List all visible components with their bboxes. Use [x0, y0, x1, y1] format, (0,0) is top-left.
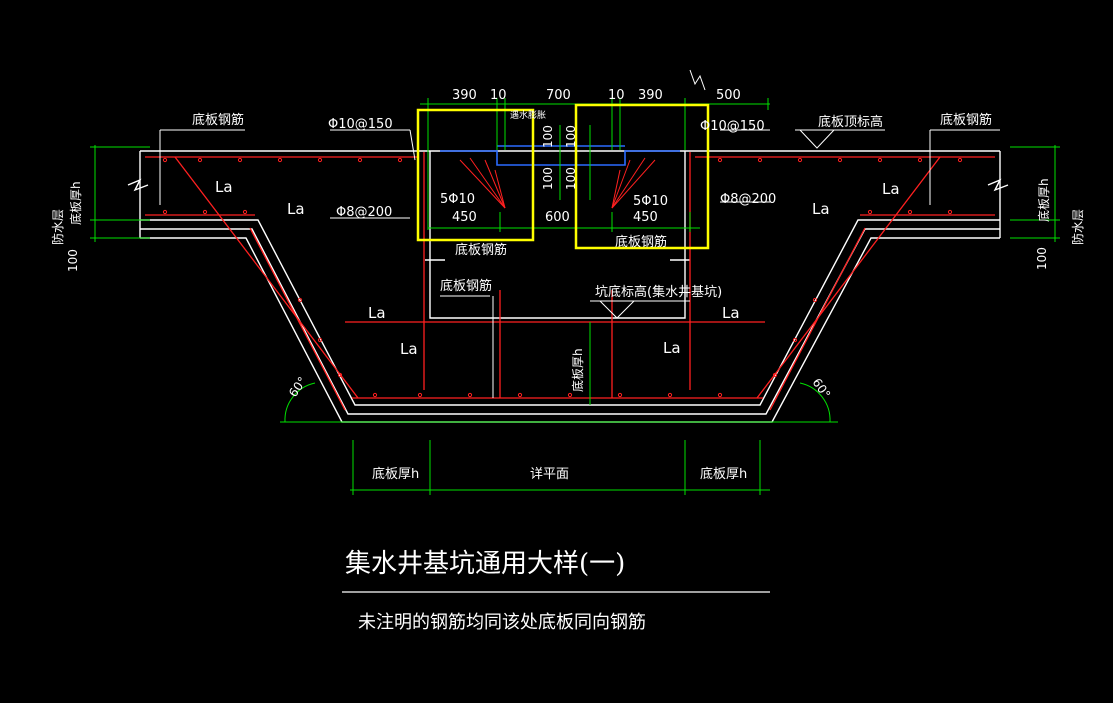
- drawing-note: 未注明的钢筋均同该处底板同向钢筋: [358, 612, 646, 633]
- highlight-box-left: [416, 108, 535, 242]
- label-bottom-top-elev: 底板顶标高: [818, 114, 883, 130]
- dim-600: 600: [545, 210, 570, 225]
- label-pit-depth: 底板厚h: [570, 348, 585, 392]
- angle-60-right: 60°: [810, 376, 834, 401]
- dim-500: 500: [716, 88, 741, 103]
- rebar-8-200-left: Φ8@200: [336, 205, 392, 220]
- dim-450-right: 450: [633, 210, 658, 225]
- label-slab-h-right-vert: 底板厚h: [1036, 178, 1051, 222]
- slab-outline: [127, 150, 1009, 423]
- rebar-lines: [145, 152, 995, 411]
- label-pit-bottom-elev: 坑底标高(集水井基坑): [595, 284, 722, 300]
- la-7: La: [812, 200, 830, 218]
- angle-60-left: 60°: [286, 374, 310, 399]
- label-slab-h-left-vert: 底板厚h: [68, 181, 83, 225]
- la-1: La: [215, 178, 233, 196]
- waterstop: [440, 145, 680, 166]
- dim-100-c: 100: [541, 125, 555, 148]
- label-bottom-rebar-left: 底板钢筋: [192, 112, 244, 128]
- label-bottom-rebar-pit: 底板钢筋: [440, 278, 492, 294]
- label-slab-h-left: 底板厚h: [372, 466, 419, 482]
- rebar-5-10-right: 5Φ10: [633, 194, 668, 209]
- dim-450-left: 450: [452, 210, 477, 225]
- la-2: La: [287, 200, 305, 218]
- label-bottom-rebar-mid-left: 底板钢筋: [455, 242, 507, 258]
- label-bottom-rebar-mid-right: 底板钢筋: [615, 234, 667, 250]
- la-8: La: [882, 180, 900, 198]
- la-4: La: [400, 340, 418, 358]
- waterstop-label: 遇水膨胀: [510, 109, 546, 121]
- la-6: La: [722, 304, 740, 322]
- dim-100-right: 100: [1035, 247, 1049, 270]
- dim-100-left: 100: [66, 249, 80, 272]
- dim-100-d: 100: [541, 167, 555, 190]
- highlight-box-right: [574, 103, 710, 250]
- dim-700: 700: [546, 88, 571, 103]
- rebar-10-150-left: Φ10@150: [328, 117, 393, 132]
- dim-390-left: 390: [452, 88, 477, 103]
- leader-lines: [159, 69, 1000, 398]
- dimension-lines: [90, 98, 1060, 495]
- label-waterproof-left: 防水层: [50, 209, 65, 245]
- la-5: La: [663, 339, 681, 357]
- dim-100-b: 100: [564, 167, 578, 190]
- label-see-plan: 详平面: [530, 467, 569, 482]
- dim-10-left: 10: [490, 88, 507, 103]
- rebar-8-200-right: Φ8@200: [720, 192, 776, 207]
- label-bottom-rebar-right: 底板钢筋: [940, 112, 992, 128]
- rebar-10-150-right: Φ10@150: [700, 119, 765, 134]
- label-slab-h-right: 底板厚h: [700, 466, 747, 482]
- dim-10-right: 10: [608, 88, 625, 103]
- label-waterproof-right: 防水层: [1070, 209, 1085, 245]
- dim-390-right: 390: [638, 88, 663, 103]
- drawing-title: 集水井基坑通用大样(一): [345, 549, 625, 579]
- rebar-dots: [162, 157, 963, 398]
- la-3: La: [368, 304, 386, 322]
- rebar-5-10-left: 5Φ10: [440, 192, 475, 207]
- dim-100-a: 100: [564, 125, 578, 148]
